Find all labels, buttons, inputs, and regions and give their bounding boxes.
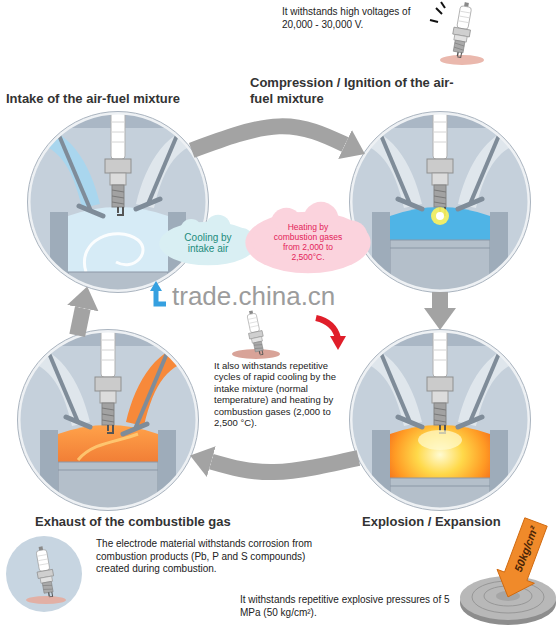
label-anchor: It withstands high voltages of 20,000 - … — [282, 6, 422, 31]
note-text: It withstands repetitive explosive press… — [240, 594, 455, 619]
heating-arrow — [316, 318, 346, 350]
cloud-text: Heating by combustion gases from 2,000 t… — [266, 223, 350, 262]
thermal-cycle-plug-icon — [232, 309, 280, 359]
stage-heading: Exhaust of the combustible gas — [35, 514, 255, 530]
cloud-bubble: Heating by combustion gases from 2,000 t… — [254, 215, 362, 270]
stage-circle: Compression / Ignition of the air-fuel m… — [350, 112, 530, 292]
cycle-arrow — [432, 292, 448, 308]
stage-heading: Intake of the air-fuel mixture — [6, 91, 221, 107]
label-anchor: It also withstands repetitive cycles of … — [214, 360, 348, 428]
cloud-bubble: Cooling by intake air — [166, 224, 250, 263]
watermark: trade.china.cn — [172, 282, 335, 312]
stage-circle: Exhaust of the combustible gas — [18, 330, 198, 510]
voltage-plug-icon — [430, 1, 484, 65]
cooling-arrow — [150, 281, 166, 304]
stage-heading: Explosion / Expansion — [362, 514, 532, 530]
pressure-arrow — [497, 518, 547, 597]
cloud-text: Cooling by intake air — [178, 232, 238, 255]
stage-circle: Explosion / Expansion — [350, 330, 530, 510]
pressure-value: 50kg/cm² — [512, 525, 540, 574]
intake-illustration — [28, 107, 209, 293]
note-text: It withstands high voltages of 20,000 - … — [282, 6, 422, 31]
exhaust-illustration — [18, 325, 199, 511]
note-text: The electrode material withstands corros… — [96, 538, 334, 576]
corrosion-plug-icon — [6, 536, 82, 612]
label-anchor: trade.china.cn — [172, 282, 335, 312]
compression-illustration — [350, 107, 531, 293]
cloud-bump — [165, 230, 187, 252]
label-anchor: It withstands repetitive explosive press… — [240, 594, 455, 619]
cycle-arrow — [211, 458, 358, 472]
note-text: It also withstands repetitive cycles of … — [214, 360, 348, 428]
explosion-illustration — [350, 325, 531, 511]
stage-heading: Compression / Ignition of the air-fuel m… — [250, 75, 455, 107]
cycle-arrow — [192, 126, 345, 150]
label-anchor: The electrode material withstands corros… — [96, 538, 334, 576]
cycle-arrow — [77, 308, 83, 335]
stage-circle: Intake of the air-fuel mixture — [28, 112, 208, 292]
